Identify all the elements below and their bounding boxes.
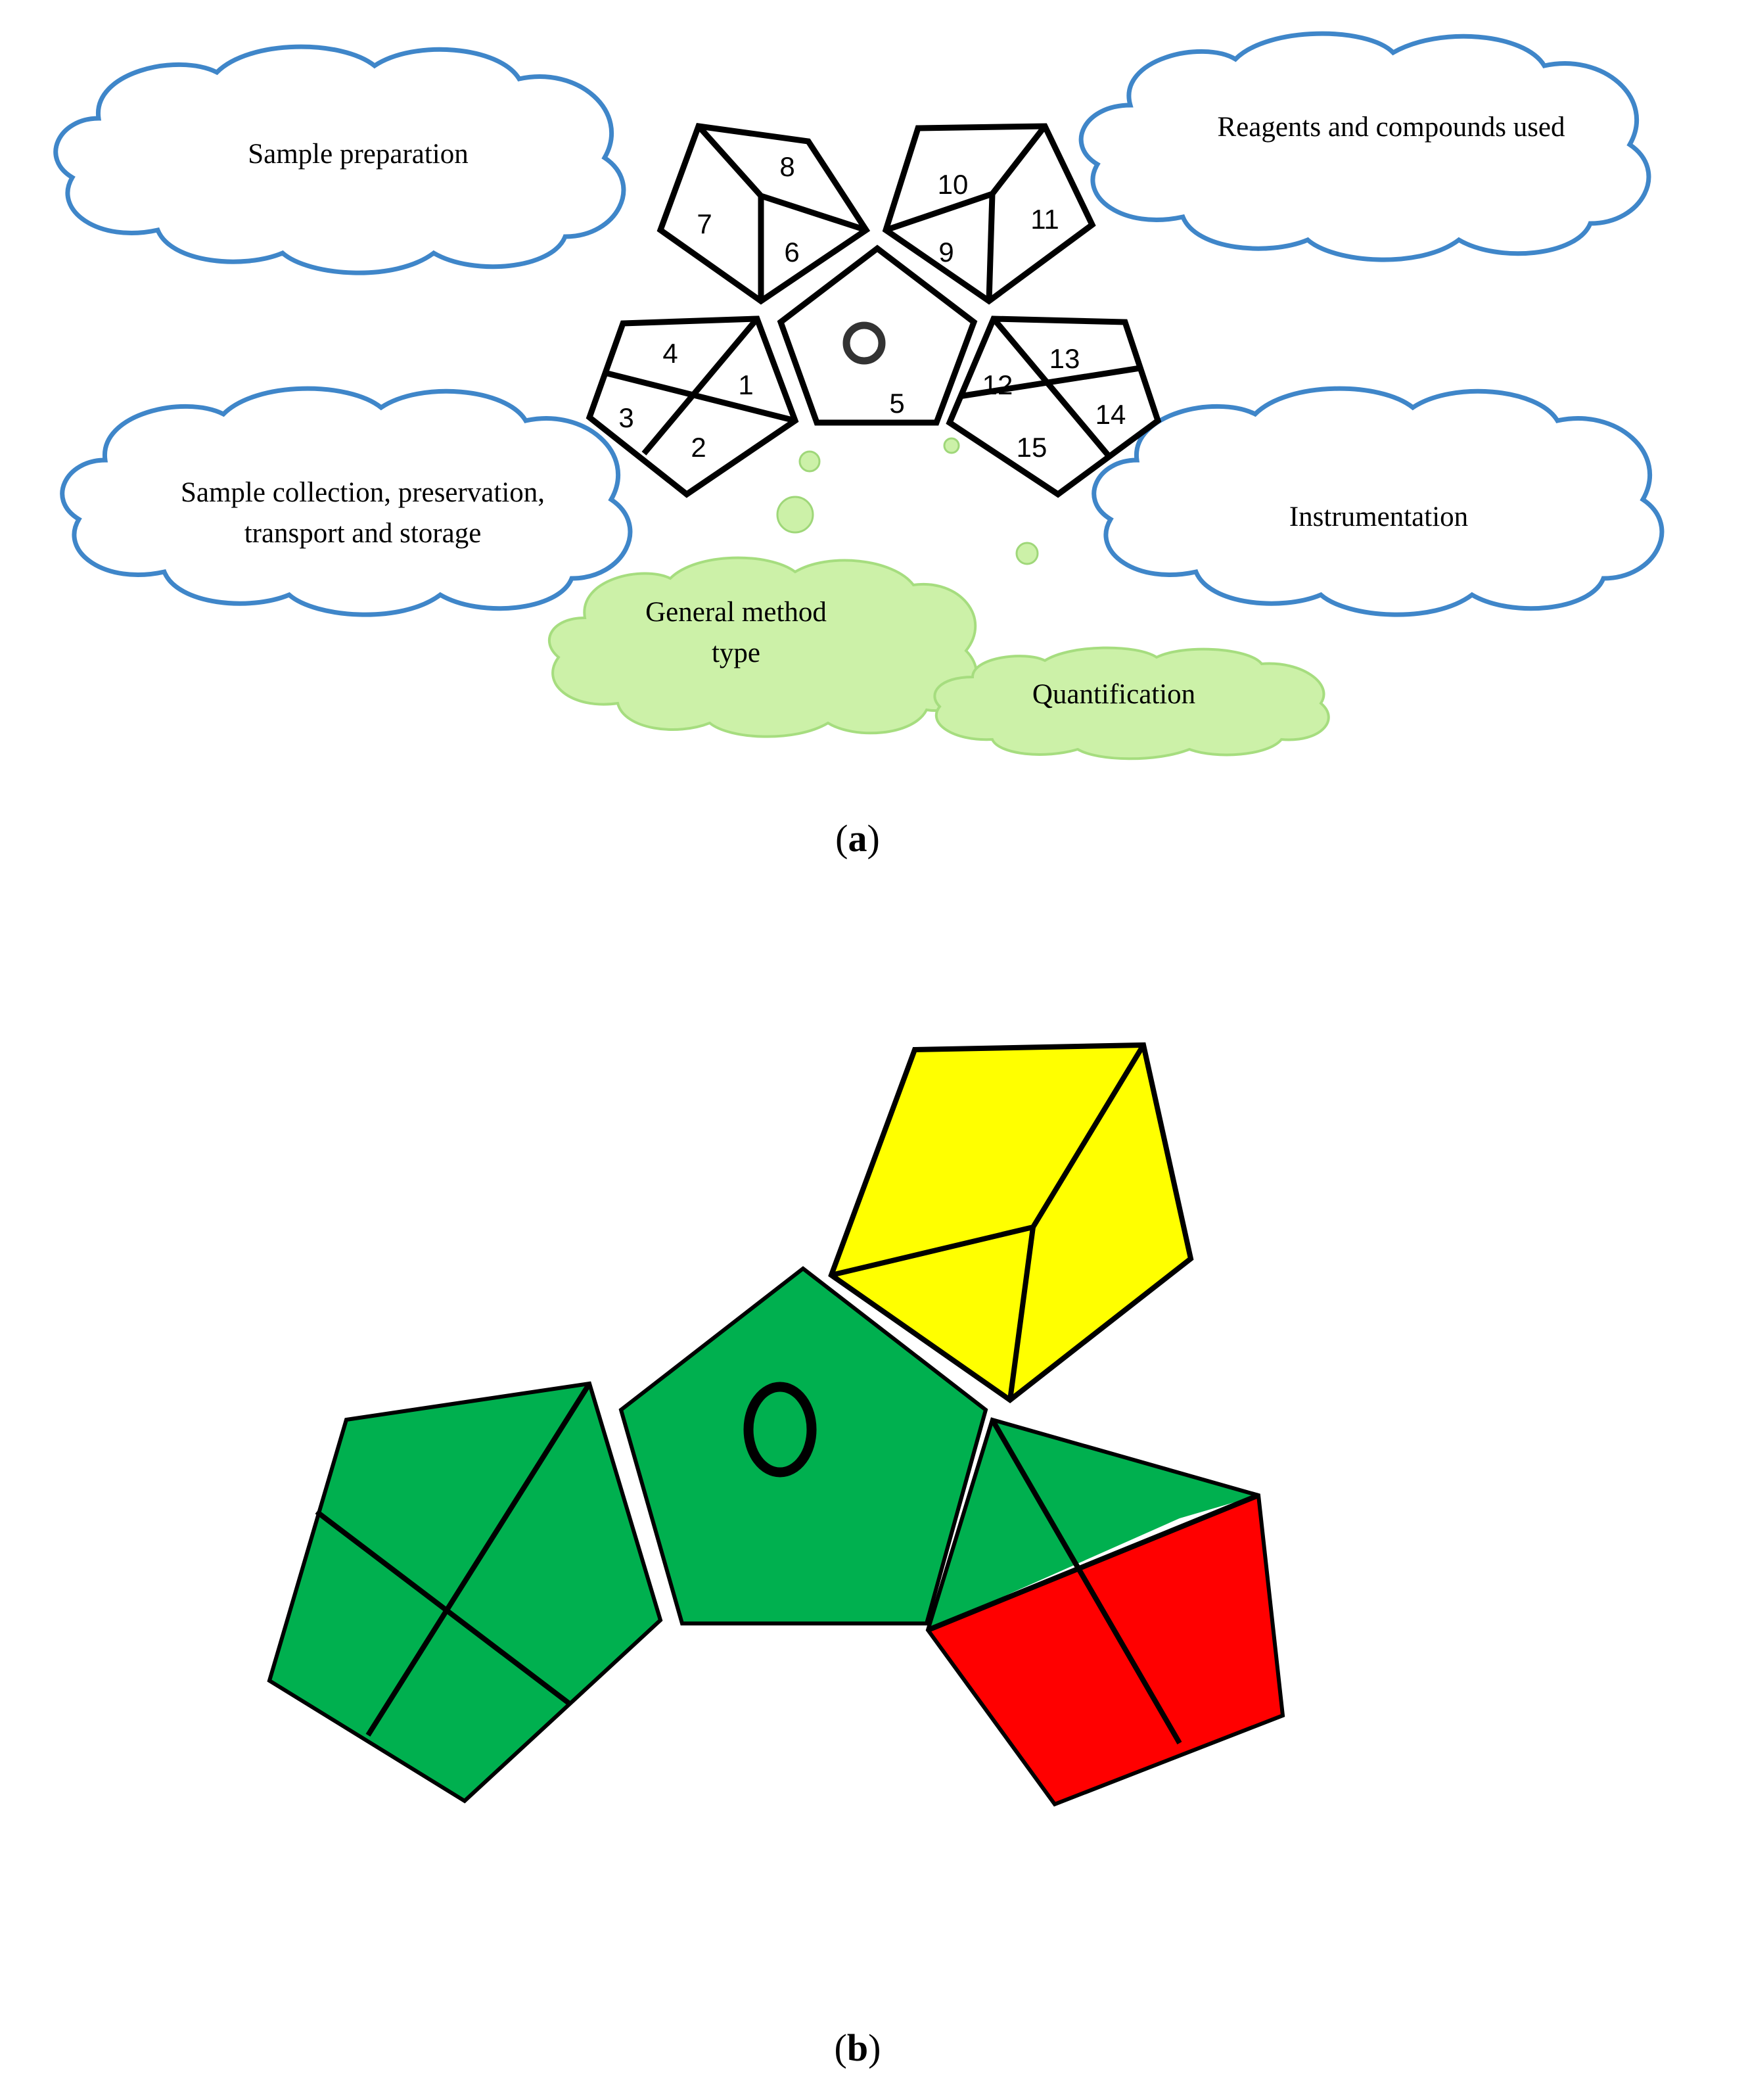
- central-pentagon: 5: [777, 245, 978, 426]
- cloud-quantification-label: Quantification: [1032, 679, 1195, 710]
- pentagon-lower-left: 4 1 3 2: [586, 315, 799, 498]
- cloud-sample-preparation-label: Sample preparation: [248, 139, 469, 170]
- cloud-general-method: General method type: [547, 556, 978, 738]
- pentagon-yellow: [828, 1042, 1194, 1403]
- panel-a-label-letter: a: [848, 817, 867, 860]
- segment-8: 8: [779, 151, 794, 182]
- segment-9: 9: [938, 237, 954, 268]
- cloud-sample-preparation: Sample preparation: [53, 44, 626, 275]
- cloud-sample-collection-label-1: Sample collection, preservation,: [181, 477, 545, 508]
- pentagon-green-red: [925, 1417, 1285, 1807]
- panel-a-label-open: (: [835, 817, 848, 860]
- cloud-general-method-label-1: General method: [645, 597, 827, 628]
- segment-11: 11: [1030, 204, 1059, 235]
- panel-a-label-close: ): [867, 817, 880, 860]
- segment-13: 13: [1049, 343, 1080, 374]
- panel-b-label: (b): [835, 2026, 881, 2069]
- panel-b-label-close: ): [868, 2026, 881, 2069]
- pentagon-lower-right: 13 12 14 15: [946, 315, 1162, 498]
- circle-symbol: [842, 321, 886, 365]
- panel-b: (b): [267, 1042, 1285, 2069]
- cloud-general-method-label-2: type: [712, 638, 760, 668]
- pentagon-upper-left: 8 7 6: [656, 123, 871, 305]
- segment-6: 6: [784, 237, 799, 268]
- bubble: [1015, 542, 1039, 565]
- cloud-reagents-label: Reagents and compounds used: [1217, 112, 1565, 143]
- segment-7: 7: [697, 208, 712, 239]
- segment-3: 3: [618, 402, 633, 433]
- circle-symbol: [743, 1382, 817, 1478]
- pentagon-green-left: [267, 1381, 663, 1804]
- panel-a: Sample preparation Reagents and compound…: [53, 31, 1665, 860]
- thought-bubbles: [776, 413, 1039, 565]
- segment-15: 15: [1017, 432, 1047, 463]
- segment-12: 12: [982, 369, 1013, 400]
- panel-b-label-open: (: [835, 2026, 847, 2069]
- segment-14: 14: [1095, 399, 1126, 430]
- cloud-reagents: Reagents and compounds used: [1078, 31, 1651, 262]
- panel-b-label-letter: b: [847, 2026, 868, 2069]
- pentagon-green-center: [618, 1266, 988, 1625]
- cloud-instrumentation: Instrumentation: [1092, 386, 1665, 617]
- segment-4: 4: [662, 338, 678, 369]
- segment-2: 2: [691, 432, 706, 463]
- cloud-instrumentation-label: Instrumentation: [1289, 502, 1468, 532]
- segment-1: 1: [738, 369, 753, 400]
- panel-a-label: (a): [835, 817, 880, 860]
- bubble: [798, 450, 821, 473]
- segment-5: 5: [889, 388, 904, 419]
- cloud-sample-collection: Sample collection, preservation, transpo…: [60, 386, 633, 617]
- cloud-quantification: Quantification: [933, 646, 1330, 760]
- cloud-sample-collection-label-2: transport and storage: [244, 518, 482, 549]
- bubble: [943, 437, 960, 454]
- bubble: [776, 496, 814, 534]
- pentagon-upper-right: 10 11 9: [882, 123, 1096, 305]
- segment-10: 10: [938, 169, 969, 200]
